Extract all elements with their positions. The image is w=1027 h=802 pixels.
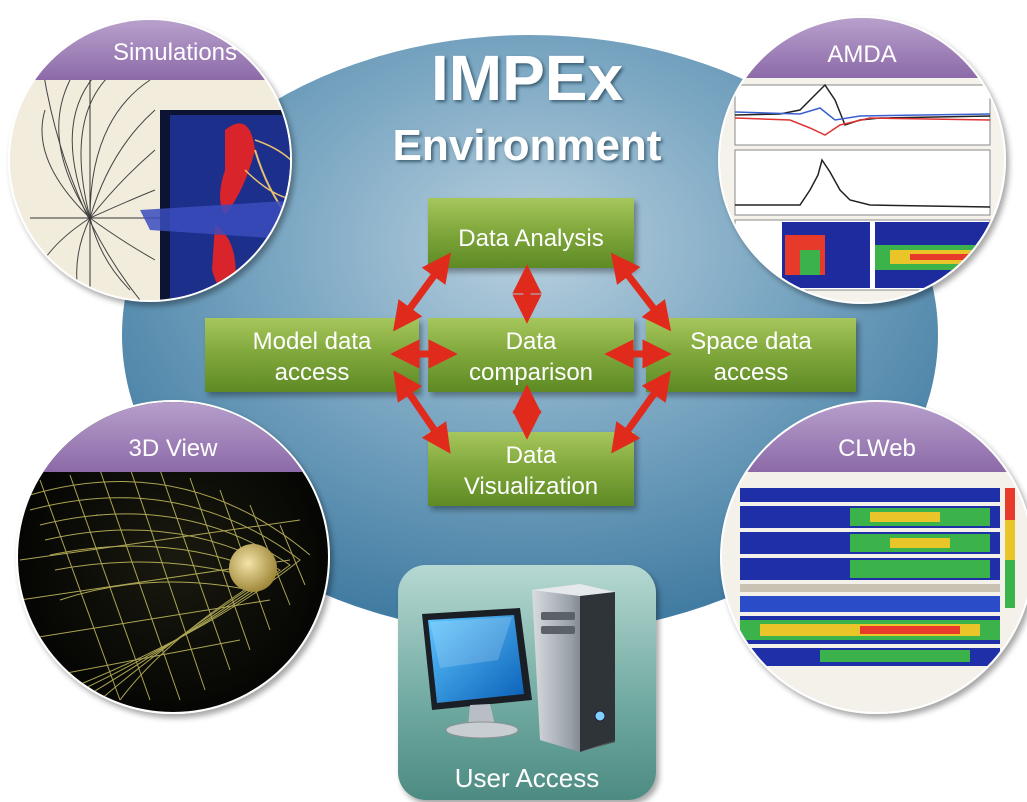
box-data-visualization: Data Visualization (428, 432, 634, 506)
model-data-label-line1: Model data (253, 328, 372, 355)
model-data-label-line2: access (275, 359, 350, 386)
view3d-circle: … 3D View (16, 400, 330, 714)
space-data-label-line2: access (714, 359, 789, 386)
arrow-analysis-model (393, 252, 451, 332)
data-visualization-line2: Visualization (464, 473, 598, 500)
user-access-panel: User Access (398, 565, 656, 800)
box-data-analysis: Data Analysis (428, 198, 634, 268)
user-access-label: User Access (455, 763, 600, 793)
simulations-circle: Simulations (8, 18, 292, 302)
data-comparison-line1: Data (506, 328, 557, 355)
computer-tower-icon (532, 584, 615, 752)
title-environment: Environment (393, 121, 662, 170)
arrow-analysis-space (610, 252, 672, 332)
simulations-label: Simulations (113, 39, 237, 66)
amda-circle: AMDA (718, 16, 1006, 304)
clweb-circle: CLWeb (720, 400, 1027, 714)
box-space-data-access: Space data access (646, 318, 856, 392)
space-data-label-line1: Space data (690, 328, 812, 355)
data-comparison-line2: comparison (469, 359, 593, 386)
arrow-model-visualization (393, 370, 451, 454)
data-visualization-line1: Data (506, 442, 557, 469)
svg-text:…: … (95, 508, 103, 517)
clweb-label: CLWeb (838, 435, 916, 462)
amda-label: AMDA (827, 41, 896, 68)
box-data-comparison: Data comparison (428, 318, 634, 392)
computer-monitor-icon (422, 608, 532, 739)
title-impex: IMPEx (431, 42, 623, 114)
view3d-label: 3D View (129, 435, 219, 462)
arrow-space-visualization (611, 370, 671, 454)
data-analysis-label: Data Analysis (458, 225, 603, 252)
box-model-data-access: Model data access (205, 318, 419, 392)
